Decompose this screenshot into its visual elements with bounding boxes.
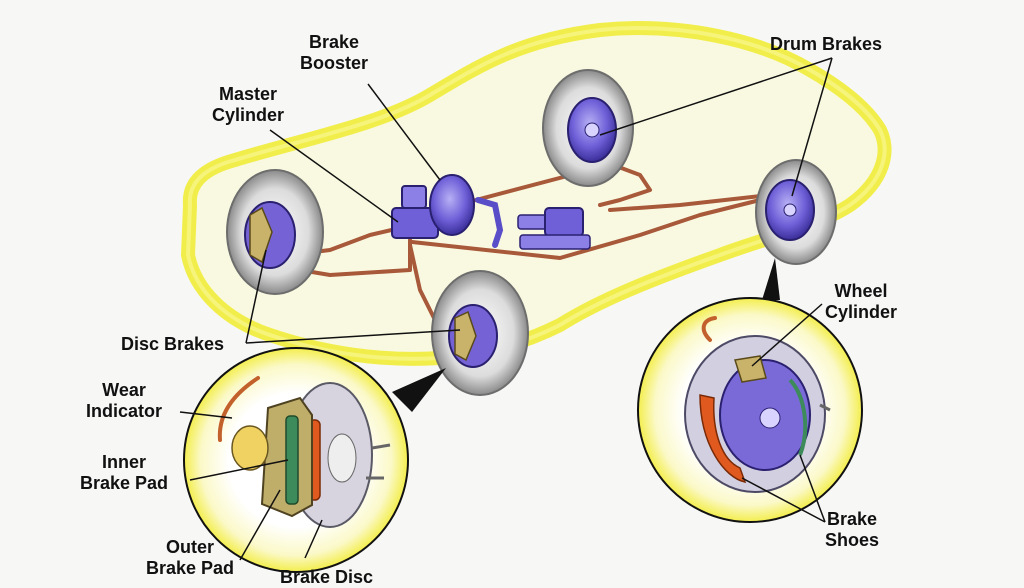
- leader-lines: [245, 57, 833, 344]
- master-cylinder-assembly: [391, 174, 504, 248]
- disc-brake-callout: [183, 347, 409, 573]
- brake-shoe-left: [699, 394, 747, 483]
- drum-brake-callout: [637, 297, 863, 523]
- proportioning-valve: [517, 207, 591, 250]
- label-brake-shoes: Brake Shoes: [825, 509, 880, 550]
- label-inner-brake-pad: Inner Brake Pad: [80, 452, 169, 493]
- callout-leader-lines: [179, 303, 826, 561]
- drum-callout-pointer: [762, 258, 780, 300]
- label-master-cylinder: Master Cylinder: [212, 84, 285, 125]
- label-brake-booster: Brake Booster: [300, 32, 369, 73]
- rear-drum-wheel-right: [755, 159, 837, 265]
- car-body-outline: [181, 21, 892, 366]
- label-brake-disc: Brake Disc: [280, 567, 374, 587]
- label-drum-brakes: Drum Brakes: [770, 34, 883, 54]
- label-wear-indicator: Wear Indicator: [86, 380, 163, 421]
- front-disc-wheel-left: [226, 169, 324, 295]
- disc-callout-pointer: [392, 368, 446, 412]
- brake-shoe-right: [788, 378, 808, 456]
- label-outer-brake-pad: Outer Brake Pad: [146, 537, 235, 578]
- label-disc-brakes: Disc Brakes: [121, 334, 225, 354]
- front-disc-wheel-right: [431, 270, 529, 396]
- wear-indicator-wire: [217, 376, 260, 442]
- wheel-cylinder-shape: [734, 355, 767, 383]
- rear-drum-wheel-top: [542, 69, 634, 187]
- label-wheel-cylinder: Wheel Cylinder: [825, 281, 898, 322]
